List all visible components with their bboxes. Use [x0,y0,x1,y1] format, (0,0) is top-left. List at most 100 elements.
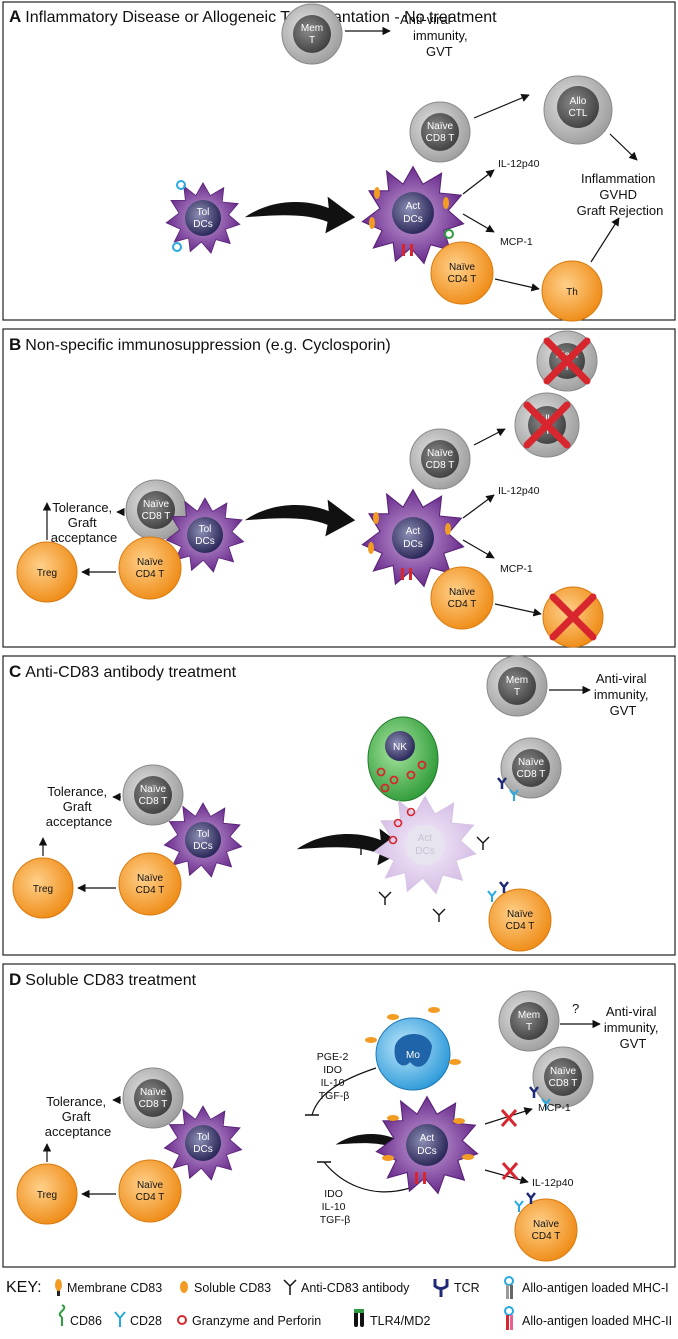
svg-text:T: T [564,362,570,373]
svg-text:CD8 T: CD8 T [142,511,171,522]
svg-text:Naïve: Naïve [140,784,167,795]
act-dc-cell: Act DCs [361,166,465,264]
panel-c-frame [2,655,676,956]
svg-text:Treg: Treg [37,568,57,579]
big-arrow-a [244,196,356,234]
naive-cd8-t-cell: Naïve CD8 T [409,428,471,490]
svg-text:DCs: DCs [403,539,422,550]
mem-t-cell-blocked: Mem T [536,330,598,392]
svg-text:Naïve: Naïve [427,448,454,459]
allo-ctl-cell-blocked: Allo CTL [514,392,580,458]
tol-dc-cell: Tol DCs [165,180,241,254]
arrow-act-il12 [462,169,495,195]
key-mhc-i: Allo-antigen loaded MHC-I [522,1281,669,1295]
svg-text:CD8 T: CD8 T [139,796,168,807]
svg-text:Allo: Allo [570,96,587,107]
monocyte-cell: Mo [365,1007,461,1091]
tcr-icon [433,1279,449,1297]
red-x-icon [501,1162,519,1180]
allo-ctl-cell: Allo CTL [543,75,613,145]
naive-cd4-t-cell: Naïve CD4 T [430,241,494,305]
svg-text:Naïve: Naïve [449,587,476,598]
inhibit-line-dc [323,1161,411,1193]
key-cd28: CD28 [130,1314,162,1328]
antiviral-label: Anti-viral immunity, GVT [400,12,471,59]
svg-text:Naïve: Naïve [507,909,534,920]
mem-t-cell: Mem T [486,655,548,717]
mhc-i-icon [504,1276,514,1299]
svg-text:CD8 T: CD8 T [426,133,455,144]
red-x-icon [500,1109,518,1127]
inhibit-line-mo [311,1067,377,1116]
svg-text:Naïve: Naïve [518,757,545,768]
svg-text:Treg: Treg [37,1190,57,1201]
key-granzyme: Granzyme and Perforin [192,1314,321,1328]
key-tlr4: TLR4/MD2 [370,1314,430,1328]
naive-cd4-t-cell: Naïve CD4 T [118,1159,182,1223]
naive-cd4-t-cell: Naïve CD4 T [487,881,552,952]
svg-text:CD8 T: CD8 T [426,460,455,471]
treg-cell: Treg [16,1163,78,1225]
svg-text:Naïve: Naïve [143,499,170,510]
dc-factors-label: IDO IL-10 TGF-β [320,1188,351,1226]
act-dc-cell: Act DCs [375,1096,479,1194]
key-membrane-cd83: Membrane CD83 [67,1281,162,1295]
naive-cd8-t-cell: Naïve CD8 T [529,1046,594,1110]
il12-label: IL-12p40 [498,158,540,170]
naive-cd4-t-cell: Naïve CD4 T [430,566,494,630]
soluble-cd83-icon [180,1281,188,1293]
svg-text:CD4 T: CD4 T [448,599,477,610]
svg-text:Tol: Tol [199,524,212,535]
svg-text:T: T [526,1022,532,1033]
svg-text:Act: Act [418,833,433,844]
mem-t-cell: Mem T [281,3,343,65]
arrow-cd8-allo [473,94,530,119]
naive-cd4-t-cell: Naïve CD4 T [514,1192,578,1262]
tolerance-label: Tolerance, Graft acceptance [51,500,118,545]
act-dc-cell-faded: Act DCs [373,796,477,894]
svg-text:CD4 T: CD4 T [136,885,165,896]
svg-text:Treg: Treg [33,884,53,895]
key-soluble-cd83: Soluble CD83 [194,1281,271,1295]
key-legend: KEY: Membrane CD83 Soluble CD83 Anti-CD8… [6,1276,672,1330]
arrow-th-inflammation [590,217,620,263]
svg-text:Naïve: Naïve [449,262,476,273]
mcp1-label: MCP-1 [500,563,533,575]
svg-text:CD8 T: CD8 T [549,1078,578,1089]
tol-dc-cell: Tol DCs [163,1105,243,1181]
svg-text:Act: Act [406,201,421,212]
svg-text:Naïve: Naïve [140,1087,167,1098]
svg-text:Naïve: Naïve [137,1180,164,1191]
mo-factors-label: PGE-2 IDO IL-10 TGF-β [317,1051,351,1102]
svg-text:CD4 T: CD4 T [136,569,165,580]
mem-t-cell: Mem T [498,990,560,1052]
svg-text:DCs: DCs [417,1146,436,1157]
svg-text:CD8 T: CD8 T [139,1099,168,1110]
tolerance-label: Tolerance, Graft acceptance [45,1094,112,1139]
naive-cd8-t-cell: Naïve CD8 T [125,479,187,541]
svg-text:T: T [514,687,520,698]
arrow-act-mcp1-b [462,539,495,559]
inflammation-label: Inflammation GVHD Graft Rejection [577,171,664,218]
svg-text:DCs: DCs [195,536,214,547]
tlr4-icon [354,1309,364,1327]
arrow-act-mcp1 [462,213,495,233]
arrow-cd4-th-b [494,603,542,617]
key-anti-cd83: Anti-CD83 antibody [301,1281,410,1295]
nk-cell: NK [367,716,439,802]
svg-text:Tol: Tol [197,829,210,840]
naive-cd8-t-cell: Naïve CD8 T [122,764,184,826]
svg-text:Mem: Mem [518,1010,540,1021]
antiviral-label: Anti-viral immunity, GVT [604,1004,662,1051]
granzyme-icon [177,1315,187,1325]
svg-text:Naïve: Naïve [427,121,454,132]
naive-cd4-t-cell: Naïve CD4 T [118,536,182,600]
arrow-cd8-allo-b [473,428,506,446]
svg-text:CD4 T: CD4 T [448,274,477,285]
th-cell: Th [541,260,603,322]
th-cell-blocked: Th [542,586,604,648]
